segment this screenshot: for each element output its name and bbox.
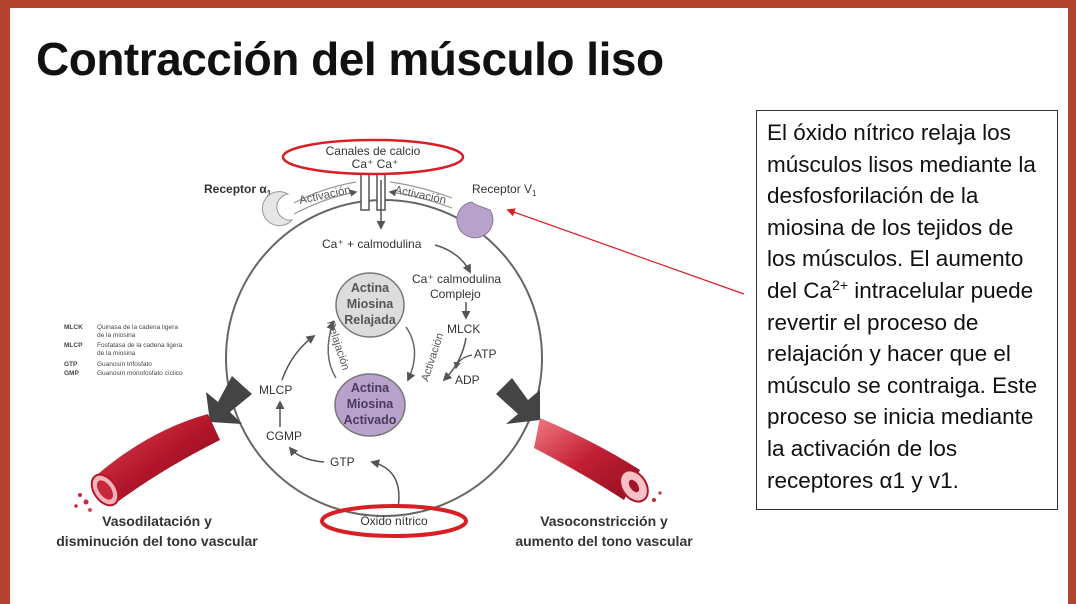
receptor-alpha-label: Receptor α1 — [204, 182, 272, 198]
oxido-to-gtp-arrow — [370, 459, 400, 509]
legend-desc-mlcp: Fosfatasa de la cadena ligera — [97, 342, 183, 349]
adp-label: ADP — [455, 373, 480, 387]
mlcp-arrow — [281, 334, 316, 381]
activado-line-3: Activado — [344, 413, 397, 427]
calcium-ions-label: Ca⁺ Ca⁺ — [352, 157, 399, 171]
mlcp-label: MLCP — [259, 383, 292, 397]
legend-desc-gmp: Guanosín monofosfato cíclico — [97, 370, 183, 377]
gtp-arrow — [288, 446, 325, 463]
complejo-label-1: Ca⁺ calmodulina — [412, 272, 501, 286]
calcium-channel-left — [360, 173, 370, 211]
gtp-label: GTP — [330, 455, 355, 469]
activacion-left-label: Activación — [298, 184, 352, 207]
calcium-channels-label: Canales de calcio — [326, 144, 421, 158]
activacion-left-arrow-band — [293, 181, 357, 204]
activado-ellipse — [334, 373, 406, 437]
vasoconstriccion-caption-2: aumento del tono vascular — [515, 533, 693, 549]
calmodulina-arrow — [434, 244, 471, 274]
cgmp-label: CGMP — [266, 429, 302, 443]
explanation-superscript: 2+ — [832, 276, 849, 293]
legend-desc-mlck: Quinasa de la cadena ligera — [97, 324, 178, 331]
relajada-line-1: Actina — [351, 281, 390, 295]
relajada-line-2: Miosina — [347, 297, 395, 311]
mlck-label: MLCK — [447, 322, 480, 336]
receptor-v-label: Receptor V1 — [472, 182, 537, 198]
activacion-inner-label: Activación — [419, 332, 446, 383]
activacion-inner-arrow — [405, 326, 416, 382]
explanation-text: El óxido nítrico relaja los músculos lis… — [767, 120, 1036, 303]
abbreviation-legend: MLCK Quinasa de la cadena ligera de la m… — [64, 324, 183, 377]
vasodilatacion-caption-1: Vasodilatación y — [102, 513, 212, 529]
legend-abbr-gtp: GTP — [64, 361, 78, 368]
receptor-v-icon — [456, 201, 494, 239]
constricted-vessel-image — [534, 418, 662, 503]
atp-label: ATP — [474, 347, 496, 361]
vasoconstriccion-caption-1: Vasoconstricción y — [540, 513, 668, 529]
mlck-arrow — [442, 337, 467, 382]
oxido-nitrico-label: Óxido nítrico — [360, 513, 428, 528]
legend-abbr-mlcp: MLCP — [64, 342, 83, 349]
legend-desc2-mlcp: de la miosina — [97, 350, 136, 357]
complejo-label-2: Complejo — [430, 287, 481, 301]
explanation-text-continued: intracelular puede revertir el proceso d… — [767, 277, 1038, 493]
legend-abbr-gmp: GMP — [64, 370, 79, 377]
page-title: Contracción del músculo liso — [36, 33, 664, 85]
explanation-textbox: El óxido nítrico relaja los músculos lis… — [756, 110, 1058, 510]
vasodilatacion-caption-2: disminución del tono vascular — [56, 533, 258, 549]
vasoconstriction-arrow — [496, 378, 540, 424]
activacion-left-arrow — [293, 189, 358, 215]
calcium-channels-highlight — [281, 138, 465, 176]
ca-calmodulina-label: Ca⁺ + calmodulina — [322, 237, 422, 251]
activacion-right-arrow — [388, 189, 453, 209]
annotation-pointer-arrow — [506, 208, 745, 295]
legend-desc2-mlck: de la miosina — [97, 332, 136, 339]
activacion-right-arrow-band — [389, 181, 453, 199]
relajada-line-3: Relajada — [344, 313, 396, 327]
slide: Contracción del músculo liso El óxido ní… — [10, 8, 1068, 604]
atp-arrow — [453, 354, 473, 370]
dilated-vessel-image — [74, 414, 220, 512]
receptor-alpha-icon — [261, 191, 294, 227]
relajada-ellipse — [335, 272, 405, 338]
activado-line-1: Actina — [351, 381, 390, 395]
vasodilatation-arrow — [206, 376, 252, 424]
relajacion-arrow — [326, 320, 337, 379]
activado-line-2: Miosina — [347, 397, 395, 411]
legend-desc-gtp: Guanosín trifosfato — [97, 361, 152, 368]
oxido-nitrico-highlight — [320, 504, 468, 538]
legend-abbr-mlck: MLCK — [64, 324, 83, 331]
